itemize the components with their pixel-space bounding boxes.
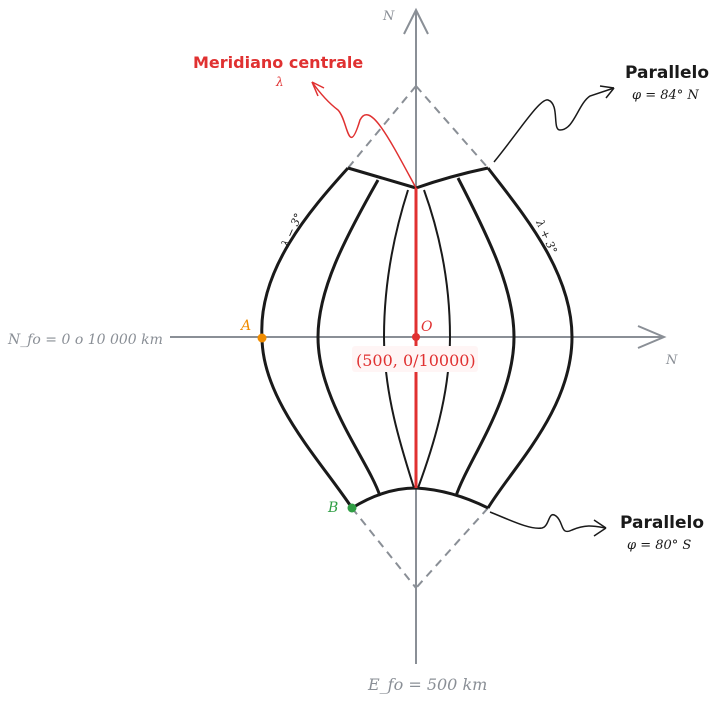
meridian-left-label: λ − 3°: [278, 211, 305, 250]
central-meridian-symbol: λ: [275, 75, 284, 89]
meridian-left-2: [382, 189, 415, 489]
point-a-label: A: [239, 318, 251, 334]
dashed-envelope: [347, 85, 489, 589]
north-parallel-leader: [493, 85, 615, 163]
origin-coords: (500, 0/10000): [356, 351, 476, 370]
horizontal-axis-label: N: [665, 353, 678, 368]
parallel-south-title: Parallelo: [620, 513, 704, 533]
horizontal-axis-caption: N_fo = 0 o 10 000 km: [7, 332, 163, 348]
central-meridian: [412, 188, 420, 488]
vertical-axis-label: N: [382, 9, 395, 24]
meridian-right-1: [454, 177, 516, 497]
parallel-north-value: φ = 84° N: [632, 88, 699, 103]
origin-point: [412, 333, 420, 341]
meridian-right-2: [417, 189, 452, 489]
south-parallel-leader: [489, 511, 607, 537]
origin-label: O: [421, 319, 433, 335]
point-b-marker: [347, 503, 357, 513]
parallel-south-line: [351, 486, 489, 510]
parallel-south-value: φ = 80° S: [627, 538, 691, 553]
meridian-right-outer: [486, 167, 574, 509]
origin-coords-background: [352, 346, 478, 372]
parallel-north-title: Parallelo: [625, 63, 709, 83]
point-a-marker: [257, 333, 267, 343]
meridian-left-1: [316, 179, 382, 497]
parallel-north-line: [347, 166, 489, 190]
point-b-label: B: [327, 500, 338, 516]
central-meridian-title: Meridiano centrale: [193, 53, 363, 72]
graticule: [260, 166, 574, 510]
central-meridian-leader: [311, 81, 417, 189]
vertical-axis-caption: E_fo = 500 km: [367, 675, 487, 694]
